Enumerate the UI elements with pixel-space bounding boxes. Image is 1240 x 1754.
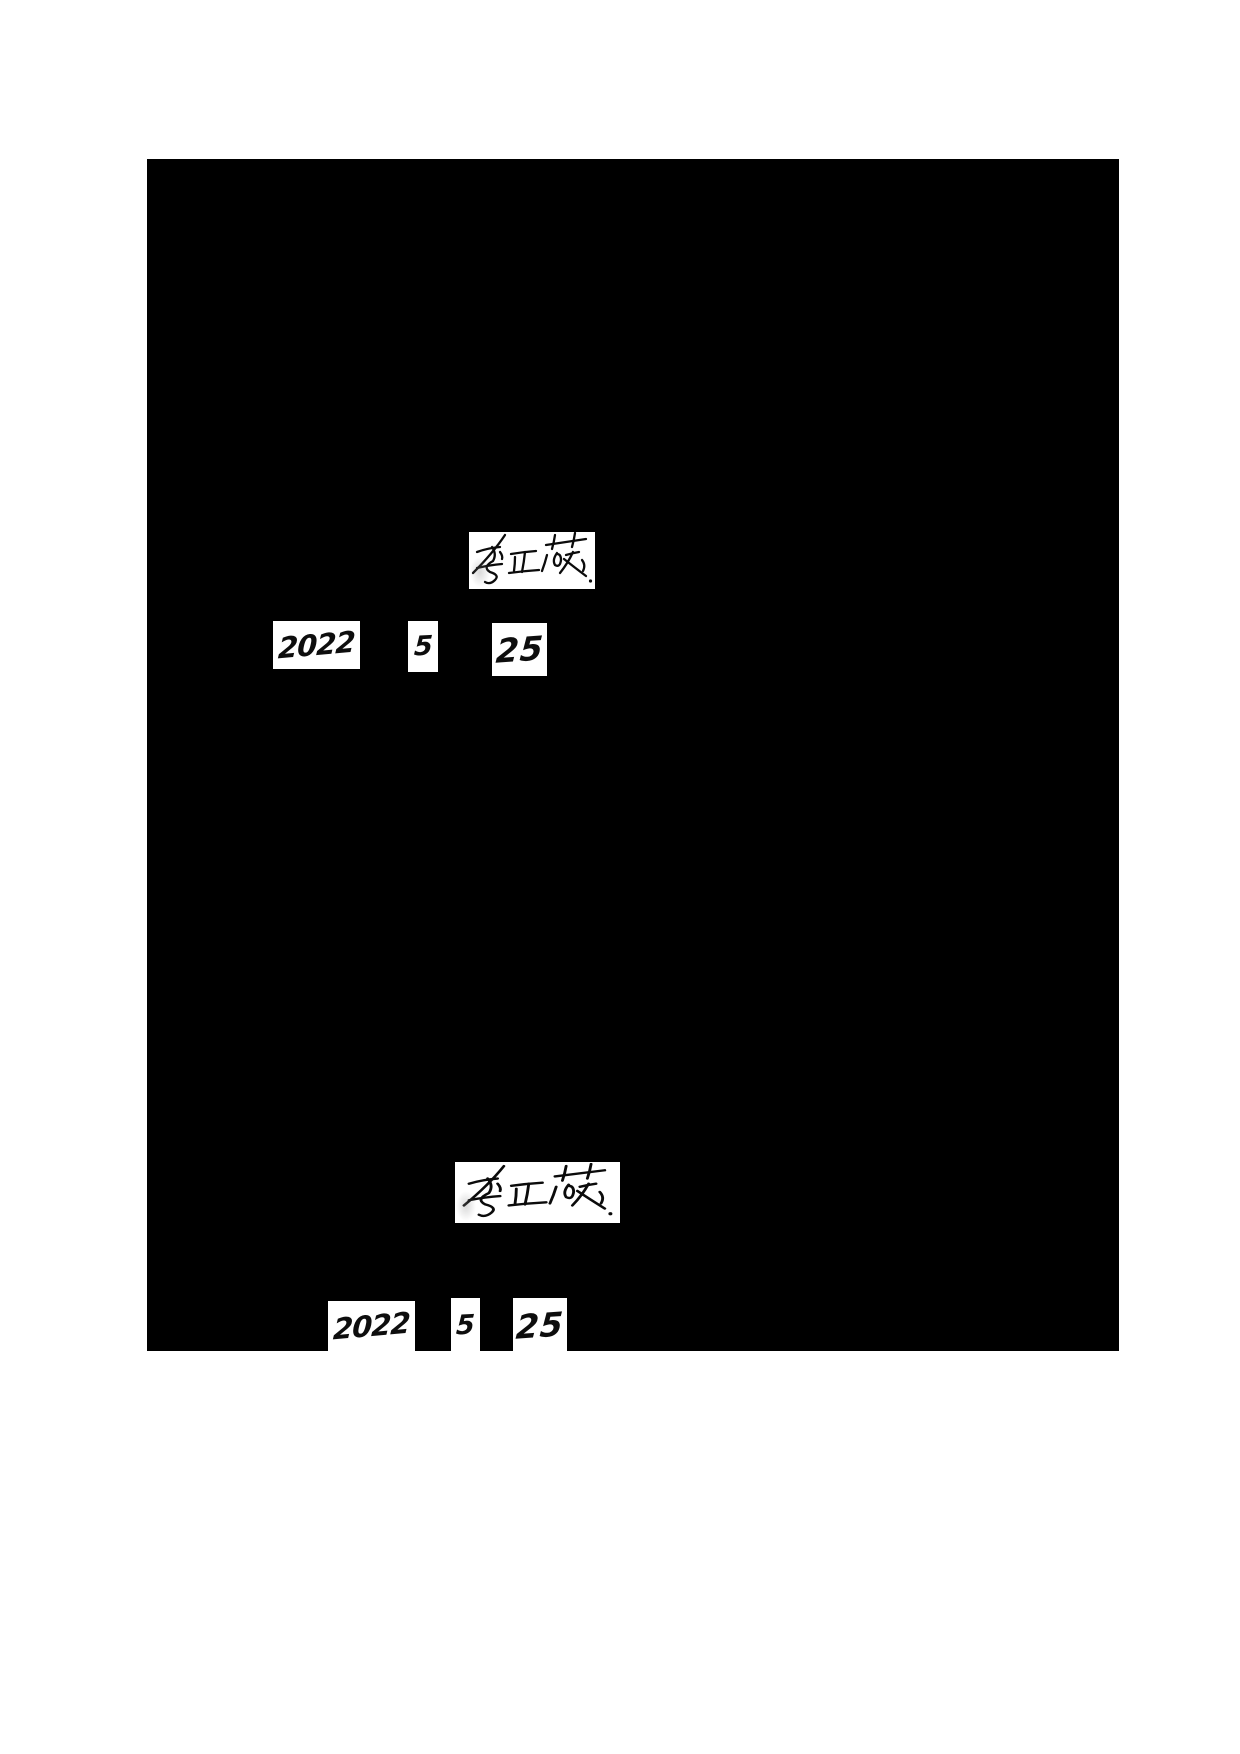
date-day-cutout-2: 25 [513,1298,567,1353]
day-value-1: 25 [494,628,545,671]
date-year-cutout-2: 2022 [328,1301,415,1352]
month-value-1: 5 [412,630,434,663]
year-value-1: 2022 [277,624,356,665]
day-value-2: 25 [514,1304,566,1347]
redacted-content-block [147,159,1119,1351]
handwritten-signature-ink-1 [471,532,593,585]
signature-cutout-1: 李亚薇 [469,532,595,589]
month-value-2: 5 [455,1309,476,1342]
date-year-cutout-1: 2022 [273,621,360,669]
date-month-cutout-1: 5 [408,621,438,672]
date-month-cutout-2: 5 [451,1298,480,1353]
year-value-2: 2022 [332,1305,411,1347]
signature-cutout-2: 李亚薇 [455,1162,620,1223]
date-day-cutout-1: 25 [492,623,547,676]
handwritten-signature-ink-2 [462,1163,613,1218]
